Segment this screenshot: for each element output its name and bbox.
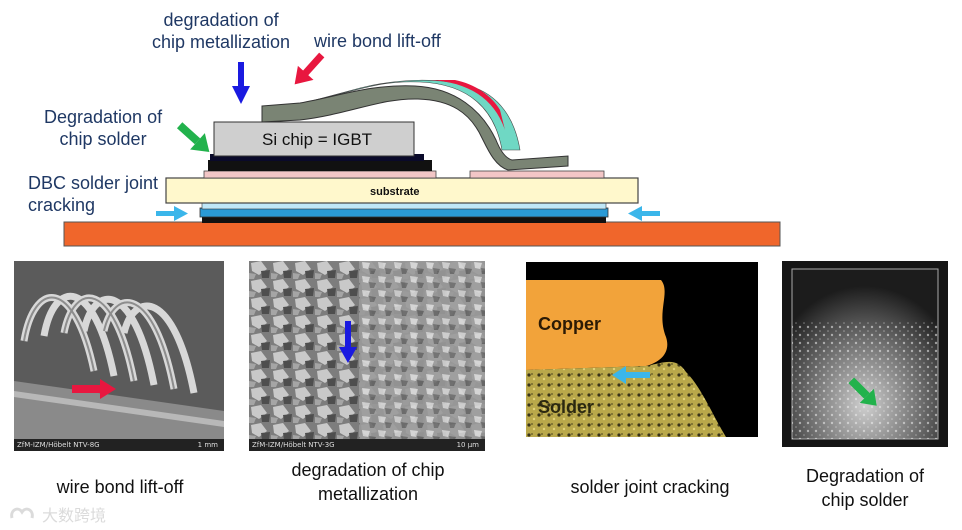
label-dbc-cracking: DBC solder joint cracking (28, 173, 159, 215)
caption-wire-bond: wire bond lift-off (56, 477, 184, 497)
caption-metallization: degradation of chip metallization (291, 460, 445, 504)
photo-metallization-sem: ZfM-IZM/Höbelt NTV-3G 10 µm (249, 261, 485, 451)
chip-solder (208, 160, 432, 171)
cyan-arrow-left-icon (156, 206, 188, 221)
label-copper: Copper (538, 314, 601, 334)
blue-arrow-icon (232, 62, 250, 104)
substrate (165, 177, 639, 204)
red-arrow-icon (294, 52, 325, 85)
chip-solder-edge (210, 154, 424, 161)
wire-bond-sem-svg (14, 261, 224, 451)
copper-region (526, 280, 668, 370)
wire-bond-color-layers (299, 79, 521, 151)
dbc-top-copper (201, 202, 607, 210)
dbc-lower-copper (202, 216, 606, 223)
base-plate (63, 221, 781, 247)
module-cross-section: Si chip = IGBT substrate (0, 0, 962, 255)
label-degradation-solder: Degradation of chip solder (44, 107, 163, 149)
cyan-arrow-icon (612, 366, 650, 384)
green-arrow-icon (848, 377, 877, 406)
photo2-footer-right: 10 µm (456, 441, 479, 449)
wire-pad (469, 170, 605, 179)
dbc-ceramic-layer (199, 207, 609, 218)
wire-bond (261, 85, 569, 171)
caption-chip-solder: Degradation of chip solder (805, 466, 925, 510)
blue-arrow-icon (339, 321, 357, 363)
si-chip (213, 121, 415, 157)
watermark-logo-icon (10, 507, 34, 519)
photo1-footer-right: 1 mm (197, 441, 218, 449)
chip-solder-svg (782, 261, 948, 447)
label-degradation-metallization: degradation of chip metallization (152, 10, 291, 52)
caption-solder-cracking: solder joint cracking (570, 477, 730, 497)
green-arrow-icon (176, 122, 210, 153)
substrate-text: substrate (370, 186, 420, 198)
photo1-footer-left: ZfM-IZM/Höbelt NTV-8G (17, 441, 100, 449)
label-solder: Solder (538, 397, 595, 417)
metallization-sem-svg (249, 261, 485, 451)
red-arrow-icon (72, 379, 116, 399)
label-wire-bond: wire bond lift-off (314, 31, 441, 51)
photo-wire-bond-sem: ZfM-IZM/Höbelt NTV-8G 1 mm (14, 261, 224, 451)
chip-pad (203, 170, 437, 179)
cyan-arrow-right-icon (628, 206, 660, 221)
watermark: 大数跨境 (8, 502, 106, 526)
solder-cracking-svg (526, 262, 758, 437)
chip-text: Si chip = IGBT (262, 130, 372, 149)
watermark-text: 大数跨境 (42, 506, 107, 525)
photo-solder-cracking: Copper Solder (526, 262, 758, 437)
solder-region (526, 361, 726, 437)
photo-chip-solder (782, 261, 948, 447)
photo2-footer-left: ZfM-IZM/Höbelt NTV-3G (252, 441, 335, 449)
cross-section-svg: Si chip = IGBT substrate (63, 52, 781, 247)
